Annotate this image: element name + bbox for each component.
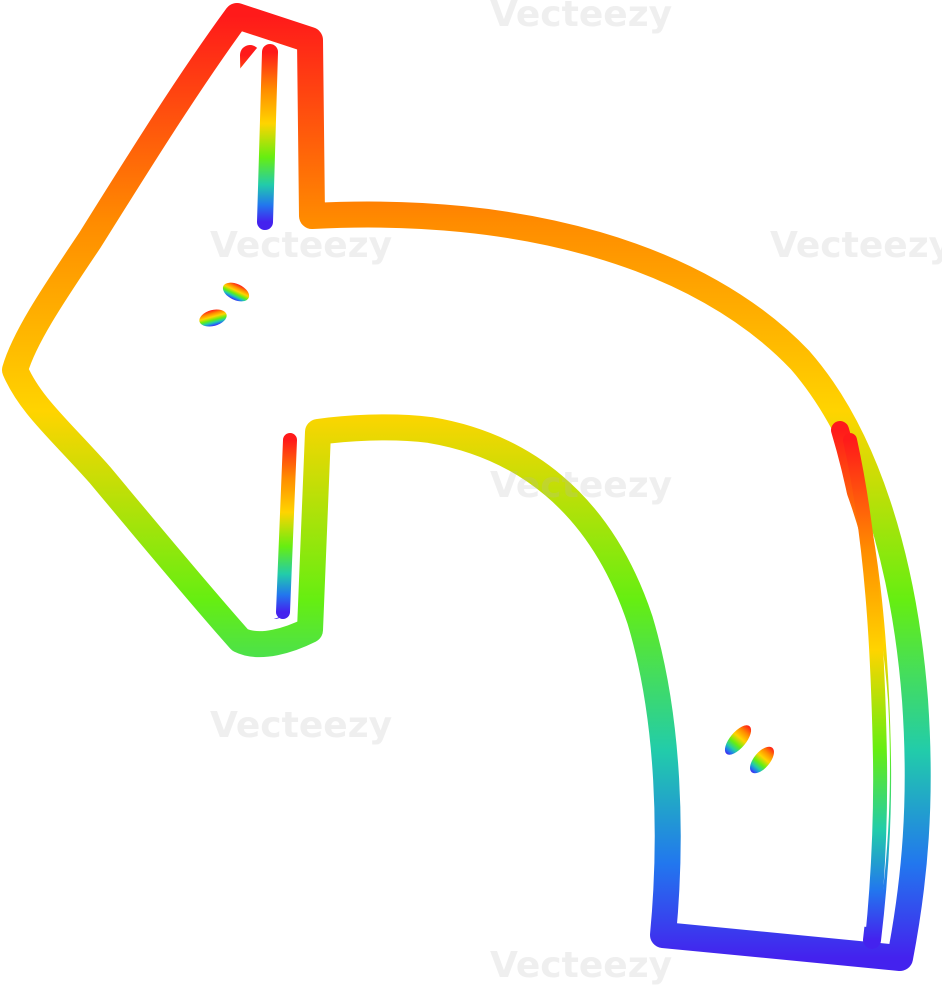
arrow-interior — [38, 48, 890, 928]
arrow-shaft-inner-line — [843, 433, 888, 947]
arrow-head-inner-line — [257, 44, 278, 230]
shine-mark — [222, 282, 250, 302]
shine-mark — [199, 309, 227, 327]
arrow-neck-inner-line — [276, 433, 297, 619]
arrow-outline — [2, 3, 931, 971]
shine-mark — [724, 725, 752, 755]
shine-mark — [750, 746, 774, 774]
